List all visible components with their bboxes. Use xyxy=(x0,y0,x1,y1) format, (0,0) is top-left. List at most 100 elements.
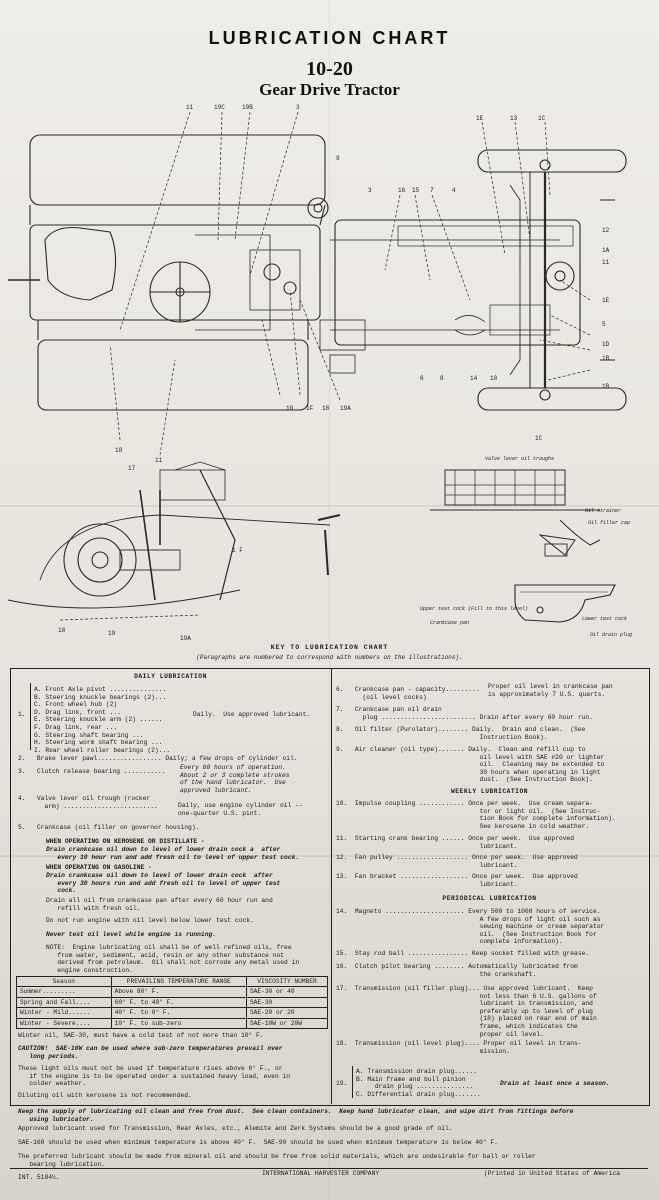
table-cell: Above 80° F. xyxy=(110,986,247,998)
sae160-note: SAE-160 should be used when minimum temp… xyxy=(18,1139,498,1146)
viscosity-table: Season PREVAILING TEMPERATURE RANGE VISC… xyxy=(16,975,329,1030)
crankcase-pan-label: Crankcase pan xyxy=(430,620,469,626)
callout-1b-bottom: 1B xyxy=(602,383,610,390)
callout-19c: 19C xyxy=(214,104,225,111)
item-1-list: A. Front Axle pivot ............... B. S… xyxy=(34,686,171,754)
valve-lever-label: Valve lever oil troughs xyxy=(485,456,554,462)
callout-10b: 10 xyxy=(490,375,498,382)
table-row: Spring and Fall.... 60° F. to 40° F. SAE… xyxy=(16,996,329,1009)
item-19-bracket xyxy=(352,1066,493,1098)
temperature-header: PREVAILING TEMPERATURE RANGE xyxy=(110,975,247,988)
tractor-diagram: 11 19C 19B 3 1E 13 1C 9 3 16 15 7 4 12 1… xyxy=(7,104,632,640)
valve-lever-detail xyxy=(430,469,601,557)
callout-1c-bottom: 1C xyxy=(535,435,543,442)
item-3-instruction: Every 60 hours of operation. About 2 or … xyxy=(180,764,290,794)
callout-17: 17 xyxy=(128,465,136,472)
callout-1f-lower: 1 F xyxy=(232,547,243,554)
item-6: 6. Crankcase pan - capacity......... xyxy=(336,686,480,693)
callout-18-lower: 18 xyxy=(58,627,66,634)
tractor-top-view xyxy=(8,134,366,411)
callout-1e-right: 1E xyxy=(602,297,610,304)
supply-note: Keep the supply of lubricating oil clean… xyxy=(18,1108,574,1123)
item-6-subtext: (oil level cocks) xyxy=(336,694,427,701)
model-number: 10-20 xyxy=(306,58,353,80)
column-divider xyxy=(331,668,332,1104)
oil-drain-plug-label: Oil drain plug xyxy=(590,632,632,638)
never-test-note: Never test oil level while engine is run… xyxy=(46,931,217,938)
callout-1e: 1E xyxy=(476,115,484,122)
table-cell: SAE-10W or 20W xyxy=(245,1017,329,1030)
callout-9: 9 xyxy=(336,155,340,162)
clutch-transmission-view xyxy=(7,461,341,621)
form-number: INT. 5184½. xyxy=(18,1174,60,1181)
table-cell: 60° F. to 40° F. xyxy=(110,996,247,1009)
table-cell: Spring and Fall.... xyxy=(16,996,112,1009)
callout-4: 4 xyxy=(452,187,456,194)
key-title: KEY TO LUBRICATION CHART xyxy=(270,644,389,651)
callout-1d: 1D xyxy=(602,341,610,348)
item-5: 5. Crankcase (oil filler on governor hou… xyxy=(18,824,200,831)
callout-1a: 1A xyxy=(602,247,610,254)
lower-test-cock-label: Lower test cock xyxy=(582,616,627,622)
leader-lines xyxy=(109,111,591,456)
item-10: 10. Impulse coupling ............ Once p… xyxy=(336,800,616,830)
vertical-fold-line xyxy=(329,0,330,1200)
oil-filler-cap-label: Oil filler cap xyxy=(588,520,630,526)
item-17: 17. Transmission (oil filler plug)... Us… xyxy=(336,985,597,1038)
engine-oil-note: NOTE: Engine lubricating oil shall be of… xyxy=(46,944,300,974)
approved-lubricant-note: Approved lubricant used for Transmission… xyxy=(18,1125,453,1132)
item-19-instruction: Drain at least once a season. xyxy=(500,1080,610,1087)
item-18: 18. Transmission (oil level plug).... Pr… xyxy=(336,1040,582,1055)
item-1-bracket xyxy=(30,683,191,750)
callout-16: 16 xyxy=(398,187,406,194)
table-cell: Summer......... xyxy=(16,986,112,998)
callout-12: 12 xyxy=(602,227,610,234)
callout-19a: 19A xyxy=(340,405,351,412)
text-frame xyxy=(10,668,650,1106)
kerosene-heading: WHEN OPERATING ON KEROSENE OR DISTILLATE… xyxy=(46,838,205,845)
item-7: 7. Crankcase pan oil drain plug ........… xyxy=(336,706,593,721)
item-19-list: A. Transmission drain plug...... B. Main… xyxy=(356,1068,481,1098)
oil-strainer-label: Oil strainer xyxy=(585,508,621,514)
viscosity-header: VISCOSITY NUMBER xyxy=(245,975,329,988)
table-cell: Winter - Severe.... xyxy=(16,1017,112,1030)
callout-13: 13 xyxy=(510,115,518,122)
callout-11: 11 xyxy=(186,104,194,111)
do-not-run-note: Do not run engine with oil level below l… xyxy=(46,917,254,924)
callout-1c: 1C xyxy=(538,115,546,122)
callout-11b: 11 xyxy=(602,259,610,266)
daily-lubrication-heading: DAILY LUBRICATION xyxy=(134,673,207,680)
weekly-lubrication-heading: WEEKLY LUBRICATION xyxy=(450,788,529,795)
gasoline-heading: WHEN OPERATING ON GASOLINE - xyxy=(46,864,152,871)
item-1-instruction: Daily. Use approved lubricant. xyxy=(193,711,311,718)
callout-1f: 1F xyxy=(306,405,314,412)
periodical-lubrication-heading: PERIODICAL LUBRICATION xyxy=(442,895,537,902)
light-oils-note: These light oils must not be used if tem… xyxy=(18,1065,291,1088)
callout-3b: 3 xyxy=(368,187,372,194)
callout-15: 15 xyxy=(412,187,420,194)
winter-oil-note: Winter oil, SAE-30, must have a cold tes… xyxy=(18,1032,264,1039)
callout-18: 18 xyxy=(322,405,330,412)
table-cell: SAE-30 or 40 xyxy=(245,986,329,998)
front-axle xyxy=(477,149,627,411)
callout-11-left: 11 xyxy=(155,457,163,464)
gasoline-instructions: Drain crankcase oil down to level of low… xyxy=(46,872,281,895)
upper-test-cock-label: Upper test cock (Fill to this level) xyxy=(420,606,528,612)
item-1-number: 1. xyxy=(18,711,26,718)
callout-7: 7 xyxy=(430,187,434,194)
table-row: Winter - Severe.... 10° F. to sub-zero S… xyxy=(16,1017,329,1030)
table-cell: Winter - Mild...... xyxy=(16,1007,112,1019)
item-8: 8. Oil filter (Purolator)........ Daily.… xyxy=(336,726,586,741)
company-name: INTERNATIONAL HARVESTER COMPANY xyxy=(262,1170,380,1177)
kerosene-instructions: Drain crankcase oil down to level of low… xyxy=(46,846,300,861)
season-header: Season xyxy=(16,975,112,988)
chart-subtitle: Gear Drive Tractor xyxy=(259,80,400,99)
diluting-note: Diluting oil with kerosene is not recomm… xyxy=(18,1092,192,1099)
callout-5: 5 xyxy=(602,321,606,328)
table-cell: 10° F. to sub-zero xyxy=(110,1017,247,1030)
item-15: 15. Stay rod ball ................ Keep … xyxy=(336,950,590,957)
item-4-instruction: Daily, use engine cylinder oil -- one-qu… xyxy=(178,802,303,817)
item-13: 13. Fan bracket .................. Once … xyxy=(336,873,578,888)
callout-3: 3 xyxy=(296,104,300,111)
callout-6: 6 xyxy=(420,375,424,382)
